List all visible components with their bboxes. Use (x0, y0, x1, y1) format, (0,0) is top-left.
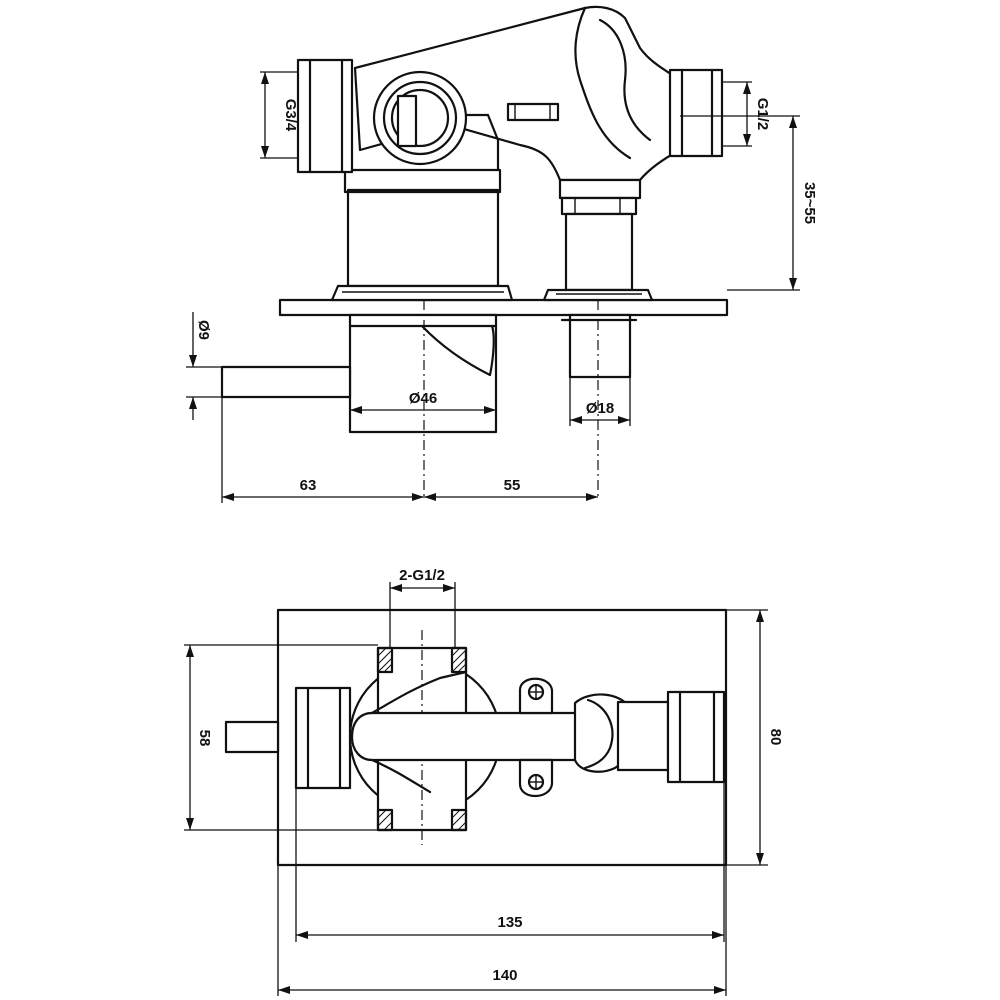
thread-hatch-bottom (376, 808, 468, 832)
side-elevation-view: G3/4 G1/2 35~55 Ø9 Ø46 Ø18 (186, 5, 818, 503)
plan-bridge-pipe (350, 711, 614, 762)
dim-label-63: 63 (300, 477, 317, 494)
right-stem (564, 212, 634, 292)
diverter-spindle (220, 365, 352, 399)
outlet-ring-right (668, 68, 724, 158)
plan-view: 2-G1/2 58 80 135 140 (184, 567, 784, 996)
dim-label-135: 135 (497, 914, 522, 931)
plan-outlet-right (666, 690, 726, 784)
inlet-ring-left (296, 58, 354, 174)
dim-label-diam46: Ø46 (409, 390, 437, 407)
valve-flange-left (330, 284, 514, 302)
thread-hatch-top (376, 646, 468, 674)
round-port (372, 70, 468, 166)
dim-label-80: 80 (767, 729, 784, 746)
port-handle (396, 94, 418, 148)
dim-label-depth: 35~55 (801, 182, 818, 224)
dim-label-58: 58 (196, 730, 213, 747)
dim-label-g12: G1/2 (754, 98, 771, 131)
right-outlet-pipe (568, 313, 632, 379)
slot (506, 102, 560, 122)
cover-plate (278, 298, 729, 317)
valve-body-left (346, 188, 500, 288)
dim-label-55: 55 (504, 477, 521, 494)
plan-inlet-left (294, 686, 352, 790)
plan-outlet-body (616, 700, 670, 772)
valve-lower-body (348, 313, 498, 434)
dim-label-2g12: 2-G1/2 (399, 567, 445, 584)
dim-label-140: 140 (492, 967, 517, 984)
dim-label-diam9: Ø9 (195, 320, 212, 340)
plan-spindle (224, 720, 280, 754)
right-stem-nut (558, 178, 642, 200)
dim-label-diam18: Ø18 (586, 400, 614, 417)
dim-label-g34: G3/4 (282, 99, 299, 132)
